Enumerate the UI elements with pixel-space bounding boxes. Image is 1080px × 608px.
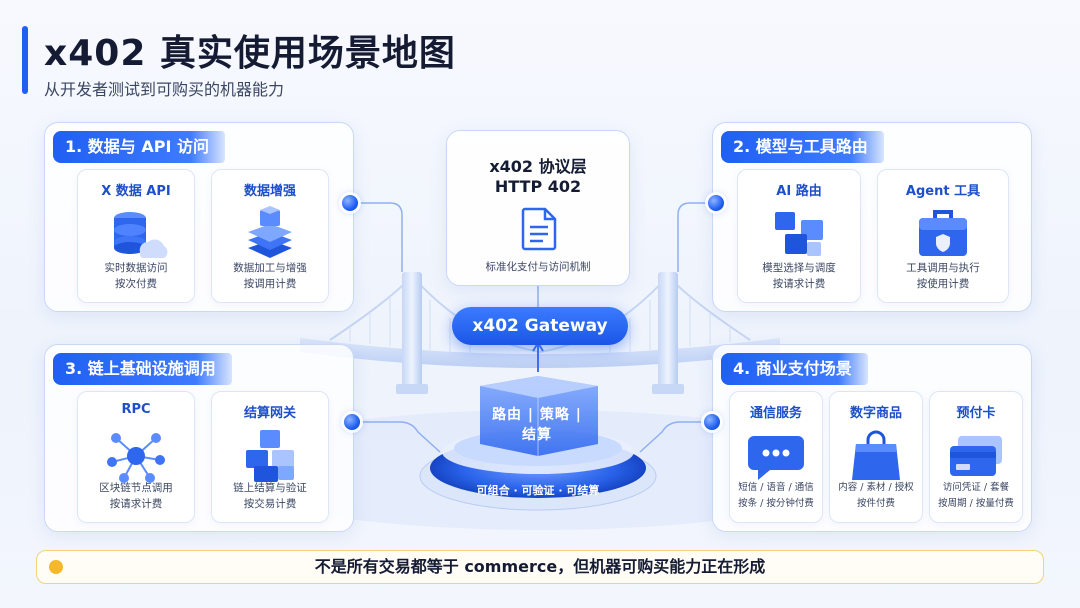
panel-tag-commerce: 4. 商业支付场景 [721, 353, 868, 385]
connector-dot-panel-4 [704, 414, 720, 430]
card-title: RPC [121, 402, 151, 417]
connector-dot-panel-2 [708, 195, 724, 211]
card-title: 预付卡 [956, 406, 996, 421]
card-digital-goods[interactable]: 数字商品 内容 / 素材 / 授权 按件付费 [829, 391, 923, 523]
card-rpc[interactable]: RPC 区块链节点调用 按请求计费 [77, 391, 195, 523]
core-cube-label: 路由 | 策略 | 结算 [492, 407, 582, 443]
card-desc: 工具调用与执行 按使用计费 [906, 262, 980, 290]
card-settlement-gateway[interactable]: 结算网关 链上结算与验证 按交易计费 [211, 391, 329, 523]
card-ai-routing[interactable]: AI 路由 模型选择与调度 按请求计费 [737, 169, 861, 303]
card-desc: 内容 / 素材 / 授权 按件付费 [838, 482, 914, 509]
card-desc: 访问凭证 / 套餐 按周期 / 按量付费 [938, 482, 1014, 509]
protocol-subtitle: HTTP 402 [494, 177, 582, 196]
card-title: 数据增强 [243, 184, 296, 199]
card-title: X 数据 API [101, 184, 171, 199]
card-desc: 链上结算与验证 按交易计费 [233, 482, 307, 510]
card-title: 结算网关 [243, 406, 296, 421]
card-data-enrichment[interactable]: 数据增强 数据加工与增强 按调用计费 [211, 169, 329, 303]
page-title: x402 真实使用场景地图 [44, 33, 456, 74]
chat-bubble-icon [748, 436, 804, 480]
card-desc: 区块链节点调用 按请求计费 [99, 482, 173, 510]
gateway-pill[interactable]: x402 Gateway [452, 307, 628, 345]
protocol-desc: 标准化支付与访问机制 [485, 261, 591, 273]
layers-stack-icon [248, 206, 292, 258]
title-accent-bar [22, 26, 28, 94]
panel-onchain-infra: 3. 链上基础设施调用 RPC 区块链节点调用 按请求计费 结算网关 [44, 344, 354, 532]
panel-tag-data-api: 1. 数据与 API 访问 [53, 131, 225, 163]
protocol-layer-box: x402 协议层 HTTP 402 标准化支付与访问机制 [446, 130, 630, 286]
panel-model-routing: 2. 模型与工具路由 AI 路由 模型选择与调度 按请求计费 Agent 工具 … [712, 122, 1032, 312]
card-title: 通信服务 [749, 406, 802, 421]
card-title: AI 路由 [776, 184, 822, 199]
footer-bullet-icon [49, 560, 63, 574]
shopping-bag-icon [852, 430, 900, 480]
panel-commerce: 4. 商业支付场景 通信服务 短信 / 语音 / 通信 按条 / 按分钟付费 数… [712, 344, 1032, 532]
panel-tag-onchain-infra: 3. 链上基础设施调用 [53, 353, 232, 385]
card-desc: 实时数据访问 按次付费 [104, 262, 168, 290]
card-desc: 模型选择与调度 按请求计费 [762, 262, 836, 290]
card-x-data-api[interactable]: X 数据 API 实时数据访问 按次付费 [77, 169, 195, 303]
connector-dot-panel-1 [342, 195, 358, 211]
page-subtitle: 从开发者测试到可购买的机器能力 [44, 80, 285, 99]
card-title: Agent 工具 [905, 184, 981, 199]
footer-text: 不是所有交易都等于 commerce，但机器可购买能力正在形成 [314, 557, 766, 576]
card-prepaid[interactable]: 预付卡 访问凭证 / 套餐 按周期 / 按量付费 [929, 391, 1023, 523]
footer-banner: 不是所有交易都等于 commerce，但机器可购买能力正在形成 [36, 550, 1044, 584]
toolbox-icon [919, 210, 967, 256]
card-title: 数字商品 [849, 406, 902, 421]
card-desc: 短信 / 语音 / 通信 按条 / 按分钟付费 [738, 482, 814, 509]
blocks-settle-icon [246, 430, 294, 482]
protocol-title: x402 协议层 [489, 157, 587, 176]
core-ring-label: 可组合 · 可验证 · 可结算 [476, 484, 600, 497]
cubes-route-icon [775, 212, 823, 256]
network-nodes-icon [107, 433, 165, 483]
card-communication[interactable]: 通信服务 短信 / 语音 / 通信 按条 / 按分钟付费 [729, 391, 823, 523]
panel-tag-model-routing: 2. 模型与工具路由 [721, 131, 884, 163]
panel-data-api: 1. 数据与 API 访问 X 数据 API 实时数据访问 按次付费 数据增强 … [44, 122, 354, 312]
document-icon [521, 207, 557, 251]
database-cloud-icon [114, 212, 168, 258]
prepaid-card-icon [950, 436, 1002, 476]
card-agent-tools[interactable]: Agent 工具 工具调用与执行 按使用计费 [877, 169, 1009, 303]
connector-dot-panel-3 [344, 414, 360, 430]
card-desc: 数据加工与增强 按调用计费 [233, 262, 307, 290]
